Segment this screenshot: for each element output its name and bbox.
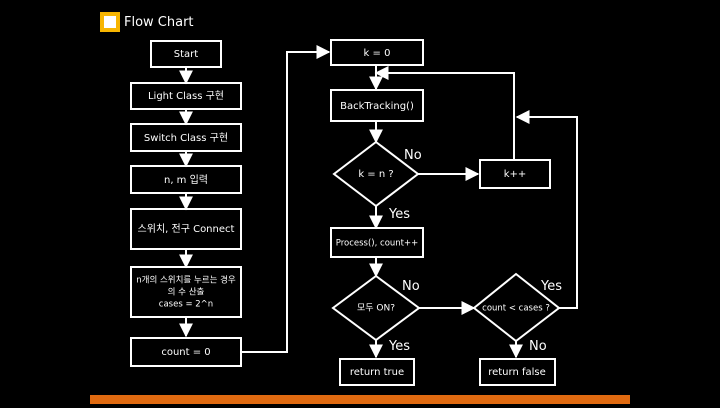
edge-label-count-yes: Yes <box>540 279 562 294</box>
label-decision-kn: k = n ? <box>358 169 393 180</box>
node-decision-on <box>331 274 421 342</box>
edge-label-kn-yes: Yes <box>388 207 410 222</box>
label-decision-on: 모두 ON? <box>357 303 395 314</box>
label-switch: Switch Class 구현 <box>144 132 228 144</box>
node-k0 <box>330 39 424 66</box>
node-process <box>330 227 424 258</box>
label-backtracking: BackTracking() <box>340 101 414 112</box>
label-cases-2: 의 수 산출 <box>168 287 205 298</box>
edge-label-on-yes: Yes <box>388 339 410 354</box>
label-cases-1: n개의 스위치를 누르는 경우 <box>136 275 236 286</box>
node-input <box>130 165 242 194</box>
node-switch <box>130 123 242 152</box>
node-cases <box>130 266 242 318</box>
node-backtracking <box>330 89 424 122</box>
edge-kpp-backtracking <box>374 66 515 160</box>
label-connect: 스위치, 전구 Connect <box>138 222 235 235</box>
node-return-true <box>339 358 415 386</box>
flowchart-logo-icon <box>100 12 120 32</box>
node-light <box>130 82 242 110</box>
edge-count-yes <box>515 110 578 309</box>
edge-label-kn-no: No <box>404 148 422 163</box>
node-start <box>150 40 222 68</box>
label-start: Start <box>174 49 199 60</box>
edge-count0-k0 <box>241 45 331 353</box>
node-count0 <box>130 337 242 367</box>
footer-accent-bar <box>90 395 630 404</box>
label-count0: count = 0 <box>161 347 210 358</box>
label-process: Process(), count++ <box>336 239 419 249</box>
node-return-false <box>479 358 556 386</box>
node-connect <box>130 208 242 250</box>
label-return-false: return false <box>488 367 546 378</box>
edge-label-count-no: No <box>529 339 547 354</box>
label-cases-3: cases = 2^n <box>159 300 213 310</box>
label-input: n, m 입력 <box>164 173 208 186</box>
node-decision-kn <box>332 140 420 208</box>
node-decision-count <box>472 272 561 343</box>
label-kpp: k++ <box>504 169 527 180</box>
label-decision-count: count < cases ? <box>482 304 550 314</box>
header: Flow Chart <box>100 10 194 34</box>
label-k0: k = 0 <box>364 48 391 59</box>
label-return-true: return true <box>350 367 404 378</box>
node-kpp <box>479 159 551 189</box>
page-title: Flow Chart <box>124 14 194 30</box>
edge-label-on-no: No <box>402 279 420 294</box>
label-light: Light Class 구현 <box>148 90 224 102</box>
